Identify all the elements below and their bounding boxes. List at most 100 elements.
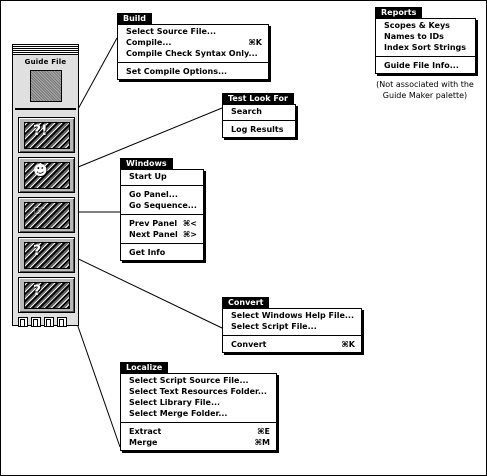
menu-item-next-panel[interactable]: Next Panel ⌘> [121, 229, 203, 240]
menu-item-label: Log Results [231, 125, 284, 134]
localize-icon [24, 282, 70, 309]
note-line-2: Guide Maker palette) [382, 91, 468, 100]
menu-item-label: Search [231, 107, 262, 116]
menu-separator [376, 56, 475, 57]
menu-item-select-merge-folder[interactable]: Select Merge Folder... [121, 408, 276, 419]
menu-item-label: Set Compile Options... [126, 67, 228, 76]
shortcut-label: ⌘> [182, 230, 197, 239]
shortcut-label: ⌘< [182, 219, 197, 228]
build-menu-title[interactable]: Build [117, 13, 153, 25]
menu-item-label: Get Info [129, 248, 166, 257]
convert-menu: Convert Select Windows Help File... Sele… [222, 297, 362, 353]
localize-palette-button[interactable]: ? [18, 277, 75, 313]
windows-menu: Windows Start Up Go Panel... Go Sequence… [120, 158, 204, 261]
menu-item-extract[interactable]: Extract⌘E [121, 426, 276, 437]
palette-title-bar[interactable] [13, 45, 78, 55]
menu-item-label: Select Script Source File... [129, 376, 249, 385]
menu-item-select-source-file[interactable]: Select Source File... [118, 26, 268, 37]
menu-item-go-sequence[interactable]: Go Sequence... [121, 200, 203, 211]
test-look-for-menu: Test Look For Search Log Results [222, 93, 296, 138]
test-look-for-icon [24, 162, 70, 189]
windows-menu-title[interactable]: Windows [120, 158, 173, 170]
palette-title: Guide File [24, 58, 67, 66]
menu-separator [121, 243, 203, 244]
menu-item-get-info[interactable]: Get Info [121, 247, 203, 258]
menu-item-names-to-ids[interactable]: Names to IDs [376, 31, 475, 42]
menu-item-start-up[interactable]: Start Up [121, 171, 203, 182]
menu-separator [121, 422, 276, 423]
reports-menu-title[interactable]: Reports [375, 7, 423, 19]
menu-item-merge[interactable]: Merge ⌘M [121, 437, 276, 448]
menu-item-label: Next Panel [129, 230, 178, 239]
localize-menu: Localize Select Script Source File... Se… [120, 362, 277, 451]
menu-item-label: Select Windows Help File... [231, 311, 354, 320]
menu-separator [118, 62, 268, 63]
globe-question-glyph-icon: ? [33, 283, 42, 299]
palette-view-buttons [18, 317, 67, 327]
menu-item-guide-file-info[interactable]: Guide File Info... [376, 60, 475, 71]
menu-item-index-sort-strings[interactable]: Index Sort Strings [376, 42, 475, 53]
guide-maker-palette: Guide File ?! ☻ ☞ ? ? [12, 44, 79, 327]
menu-item-go-panel[interactable]: Go Panel... [121, 189, 203, 200]
menu-item-select-text-resources-folder[interactable]: Select Text Resources Folder... [121, 386, 276, 397]
menu-item-label: Start Up [129, 172, 167, 181]
build-palette-button[interactable]: ?! [18, 117, 75, 153]
menu-item-label: Convert [231, 340, 267, 349]
menu-item-select-script-source-file[interactable]: Select Script Source File... [121, 375, 276, 386]
menu-item-label: Names to IDs [384, 32, 444, 41]
question-glyph-icon: ? [33, 243, 42, 259]
shortcut-label: ⌘K [341, 340, 355, 349]
menu-item-label: Select Script File... [231, 322, 317, 331]
convert-menu-title[interactable]: Convert [222, 297, 270, 309]
menu-item-label: Select Library File... [129, 398, 221, 407]
palette-divider [15, 108, 76, 110]
test-look-for-menu-title[interactable]: Test Look For [222, 93, 294, 105]
menu-item-label: Go Sequence... [129, 201, 197, 210]
menu-item-prev-panel[interactable]: Prev Panel ⌘< [121, 218, 203, 229]
menu-item-convert[interactable]: Convert ⌘K [223, 339, 361, 350]
localize-menu-title[interactable]: Localize [120, 362, 169, 374]
menu-item-label: Select Merge Folder... [129, 409, 228, 418]
view-button-1[interactable] [18, 317, 28, 327]
build-glyph-icon: ?! [33, 123, 48, 139]
build-menu: Build Select Source File... Compile...⌘K… [117, 13, 269, 80]
shortcut-label: ⌘M [254, 438, 270, 447]
menu-item-select-library-file[interactable]: Select Library File... [121, 397, 276, 408]
menu-separator [121, 214, 203, 215]
menu-item-label: Compile Check Syntax Only... [126, 49, 258, 58]
test-look-for-palette-button[interactable]: ☻ [18, 157, 75, 193]
menu-item-select-windows-help-file[interactable]: Select Windows Help File... [223, 310, 361, 321]
menu-item-label: Merge [129, 438, 158, 447]
menu-item-compile[interactable]: Compile...⌘K [118, 37, 268, 48]
menu-item-label: Guide File Info... [384, 61, 459, 70]
menu-item-label: Go Panel... [129, 190, 178, 199]
menu-item-select-script-file[interactable]: Select Script File... [223, 321, 361, 332]
menu-item-label: Index Sort Strings [384, 43, 467, 52]
reports-menu: Reports Scopes & Keys Names to IDs Index… [375, 7, 476, 74]
build-icon [24, 122, 70, 149]
menu-item-label: Select Source File... [126, 27, 217, 36]
view-button-3[interactable] [44, 317, 54, 327]
magnifier-glyph-icon: ☻ [33, 163, 48, 179]
shortcut-label: ⌘E [257, 427, 270, 436]
view-button-2[interactable] [31, 317, 41, 327]
windows-icon [24, 202, 70, 229]
menu-item-label: Prev Panel [129, 219, 178, 228]
view-button-4[interactable] [57, 317, 67, 327]
menu-item-label: Scopes & Keys [384, 21, 450, 30]
menu-separator [223, 120, 295, 121]
menu-item-log-results[interactable]: Log Results [223, 124, 295, 135]
reports-note: (Not associated with the Guide Maker pal… [367, 79, 483, 101]
menu-item-compile-check-syntax[interactable]: Compile Check Syntax Only... [118, 48, 268, 59]
convert-icon [24, 242, 70, 269]
menu-item-label: Select Text Resources Folder... [129, 387, 267, 396]
menu-item-label: Compile... [126, 38, 172, 47]
menu-separator [121, 185, 203, 186]
menu-separator [223, 335, 361, 336]
menu-item-set-compile-options[interactable]: Set Compile Options... [118, 66, 268, 77]
note-line-1: (Not associated with the [376, 80, 474, 89]
menu-item-search[interactable]: Search [223, 106, 295, 117]
convert-palette-button[interactable]: ? [18, 237, 75, 273]
windows-palette-button[interactable]: ☞ [18, 197, 75, 233]
menu-item-scopes-keys[interactable]: Scopes & Keys [376, 20, 475, 31]
